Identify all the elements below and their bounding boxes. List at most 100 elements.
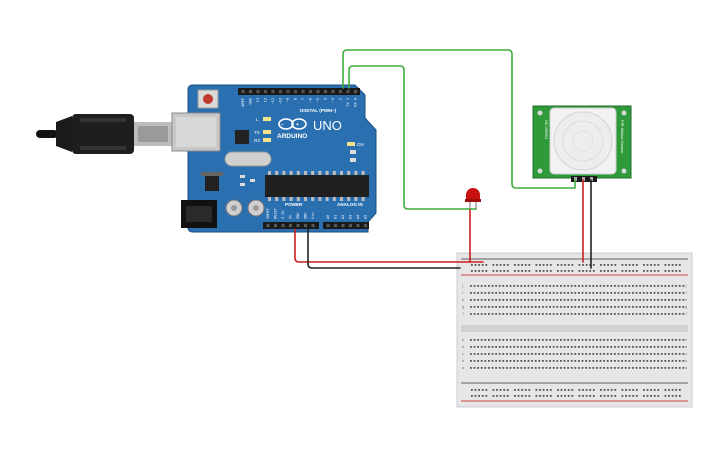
terminal-hole[interactable] [678, 313, 681, 315]
rail-hole[interactable] [542, 389, 545, 391]
terminal-hole[interactable] [581, 353, 584, 355]
terminal-hole[interactable] [567, 360, 569, 362]
terminal-hole[interactable] [534, 313, 537, 315]
terminal-hole[interactable] [632, 367, 634, 369]
terminal-hole[interactable] [574, 353, 577, 355]
terminal-hole[interactable] [513, 339, 515, 341]
terminal-hole[interactable] [642, 285, 645, 287]
terminal-hole[interactable] [653, 353, 656, 355]
terminal-hole[interactable] [668, 360, 670, 362]
terminal-hole[interactable] [642, 306, 645, 308]
terminal-hole[interactable] [642, 339, 645, 341]
terminal-hole[interactable] [596, 360, 598, 362]
terminal-hole[interactable] [488, 299, 490, 301]
terminal-hole[interactable] [614, 339, 616, 341]
terminal-hole[interactable] [682, 313, 685, 315]
digital-pin[interactable] [293, 89, 298, 94]
rail-hole[interactable] [664, 395, 667, 397]
rail-hole[interactable] [506, 395, 509, 397]
rail-hole[interactable] [528, 389, 531, 391]
terminal-hole[interactable] [567, 339, 569, 341]
terminal-hole[interactable] [498, 299, 501, 301]
terminal-hole[interactable] [599, 313, 602, 315]
terminal-hole[interactable] [527, 346, 530, 348]
wire-green-led[interactable] [348, 65, 477, 210]
terminal-hole[interactable] [671, 346, 674, 348]
terminal-hole[interactable] [534, 292, 537, 294]
terminal-hole[interactable] [650, 339, 652, 341]
terminal-hole[interactable] [534, 306, 537, 308]
power-pin[interactable] [288, 223, 293, 228]
rail-hole[interactable] [571, 264, 574, 266]
terminal-hole[interactable] [538, 292, 541, 294]
terminal-hole[interactable] [488, 339, 490, 341]
terminal-hole[interactable] [520, 353, 523, 355]
terminal-hole[interactable] [484, 299, 487, 301]
terminal-hole[interactable] [585, 306, 587, 308]
terminal-hole[interactable] [581, 285, 584, 287]
terminal-hole[interactable] [653, 360, 656, 362]
rail-hole[interactable] [557, 264, 559, 266]
rail-hole[interactable] [524, 270, 527, 272]
terminal-hole[interactable] [488, 306, 490, 308]
rail-hole[interactable] [671, 264, 674, 266]
terminal-hole[interactable] [549, 313, 551, 315]
terminal-hole[interactable] [646, 306, 649, 308]
terminal-hole[interactable] [671, 339, 674, 341]
terminal-hole[interactable] [588, 367, 591, 369]
rail-hole[interactable] [664, 264, 667, 266]
terminal-hole[interactable] [509, 360, 512, 362]
rail-hole[interactable] [514, 264, 516, 266]
digital-pin[interactable] [286, 89, 290, 94]
terminal-hole[interactable] [509, 299, 512, 301]
terminal-hole[interactable] [534, 360, 537, 362]
terminal-hole[interactable] [563, 299, 566, 301]
terminal-hole[interactable] [552, 353, 555, 355]
rail-hole[interactable] [564, 264, 566, 266]
terminal-hole[interactable] [516, 313, 519, 315]
terminal-hole[interactable] [538, 306, 541, 308]
terminal-hole[interactable] [574, 346, 577, 348]
rail-hole[interactable] [481, 395, 484, 397]
rail-hole[interactable] [521, 395, 523, 397]
terminal-hole[interactable] [678, 285, 681, 287]
terminal-hole[interactable] [477, 292, 479, 294]
terminal-hole[interactable] [585, 360, 587, 362]
terminal-hole[interactable] [545, 339, 548, 341]
rail-hole[interactable] [517, 270, 520, 272]
terminal-hole[interactable] [509, 285, 512, 287]
terminal-hole[interactable] [567, 367, 569, 369]
terminal-hole[interactable] [542, 292, 544, 294]
terminal-hole[interactable] [556, 306, 559, 308]
terminal-hole[interactable] [628, 306, 631, 308]
terminal-hole[interactable] [480, 313, 483, 315]
rail-hole[interactable] [539, 270, 541, 272]
terminal-hole[interactable] [621, 299, 623, 301]
terminal-hole[interactable] [624, 353, 627, 355]
terminal-hole[interactable] [660, 353, 663, 355]
terminal-hole[interactable] [506, 313, 508, 315]
terminal-hole[interactable] [488, 292, 490, 294]
terminal-hole[interactable] [668, 339, 670, 341]
rail-hole[interactable] [499, 264, 502, 266]
rail-hole[interactable] [610, 270, 613, 272]
rail-hole[interactable] [528, 264, 531, 266]
digital-pin[interactable] [316, 89, 320, 94]
analog-pin[interactable] [326, 223, 330, 228]
rail-hole[interactable] [585, 270, 588, 272]
terminal-hole[interactable] [473, 353, 476, 355]
rail-hole[interactable] [560, 264, 563, 266]
terminal-hole[interactable] [650, 346, 652, 348]
terminal-hole[interactable] [578, 299, 580, 301]
rail-hole[interactable] [496, 389, 498, 391]
terminal-hole[interactable] [628, 346, 631, 348]
terminal-hole[interactable] [516, 285, 519, 287]
terminal-hole[interactable] [556, 346, 559, 348]
terminal-hole[interactable] [646, 292, 649, 294]
terminal-hole[interactable] [477, 360, 479, 362]
terminal-hole[interactable] [538, 360, 541, 362]
terminal-hole[interactable] [639, 299, 641, 301]
terminal-hole[interactable] [671, 313, 674, 315]
